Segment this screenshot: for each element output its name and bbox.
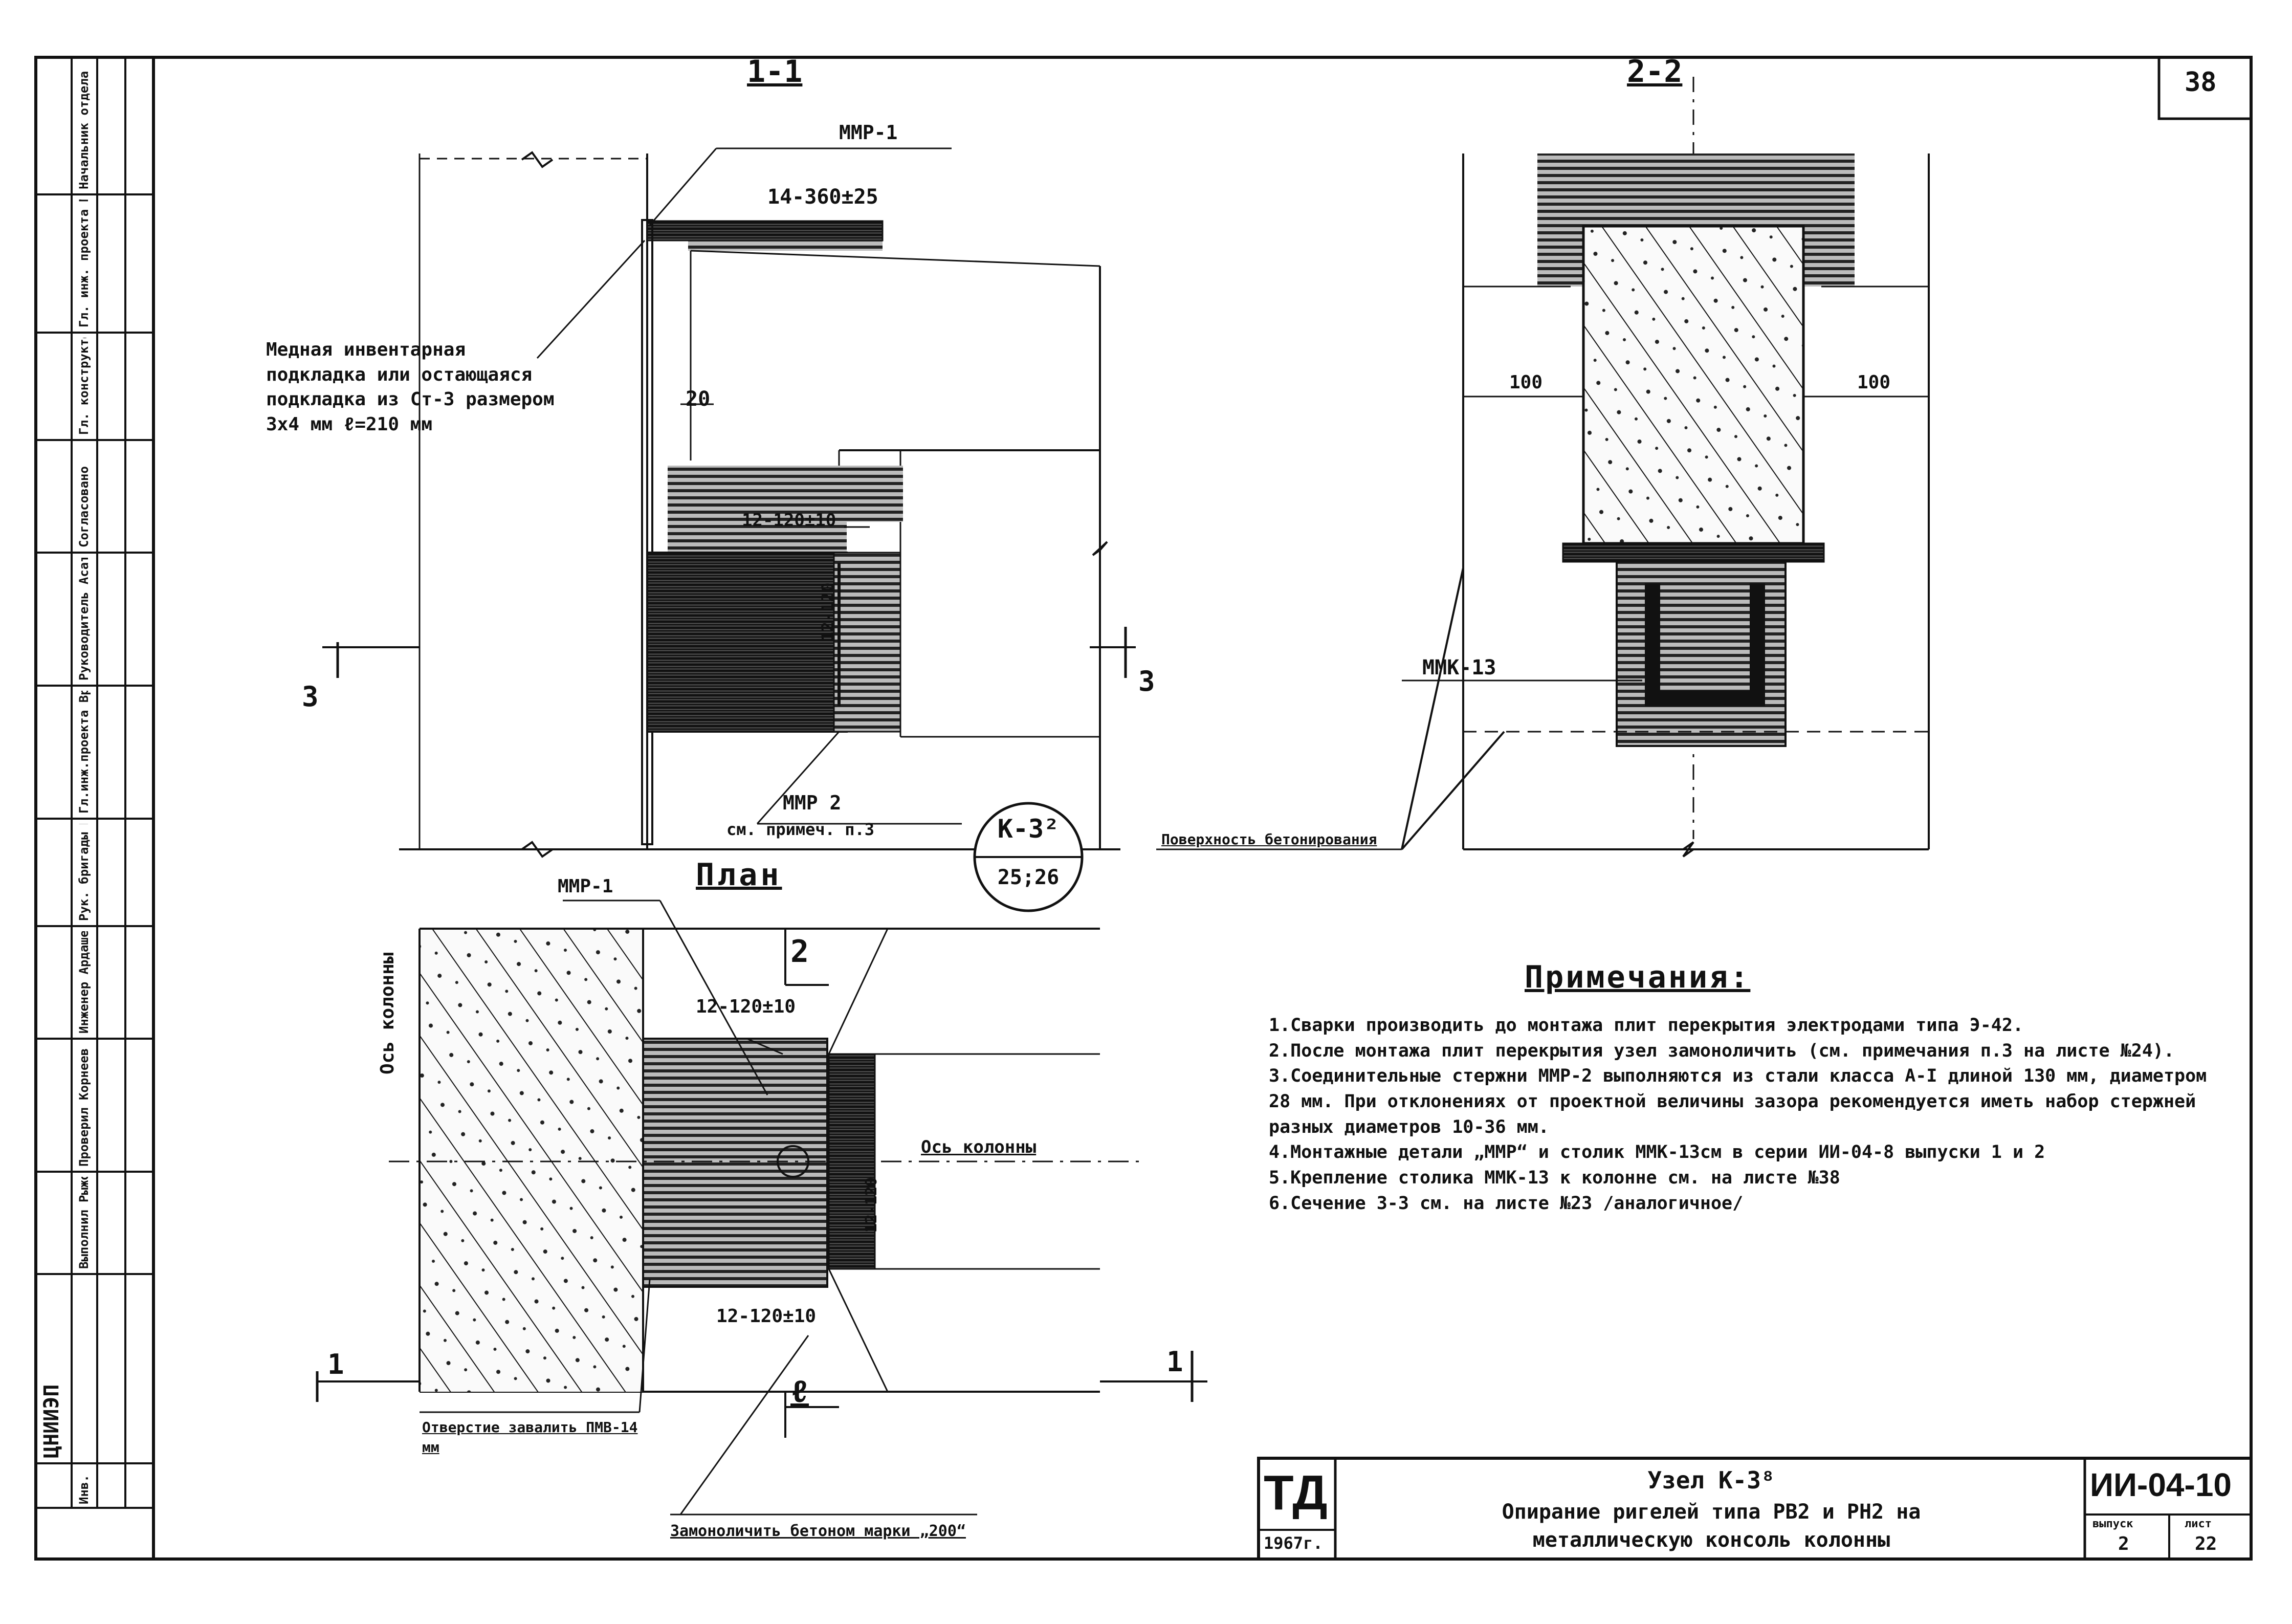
plan-weld-bottom: 12-120±10 [716,1306,817,1327]
issue-label: выпуск [2092,1518,2133,1530]
notes-block: Примечания: 1.Сварки производить до монт… [1269,962,2220,1217]
org-mark: ТД [1264,1465,1328,1520]
dim-20-label: 20 [686,387,711,411]
mmk-13-label: ММК-13 [1422,656,1496,679]
l-length-label: ℓ [790,1374,809,1410]
stamp-row: Рук. бригады Рогов [77,824,91,921]
note-item: 1.Сварки производить до монтажа плит пер… [1269,1015,2024,1036]
note-item: 4.Монтажные детали „ММР“ и столик ММК-13… [1269,1142,2045,1163]
mmp2-note: см. примеч. п.3 [726,820,874,839]
mmp1-label-plan: ММР-1 [558,876,613,897]
stamp-row: Руководитель Асатов [77,558,91,681]
note-item: 3.Соединительные стержни ММР-2 выполняют… [1269,1066,2207,1137]
stamp-row: Начальник отдела Миронов [77,67,91,189]
hole-note: Отверстие завалить ПМВ-14 мм [422,1419,638,1456]
note-item: 2.После монтажа плит перекрытия узел зам… [1269,1040,2175,1061]
node-badge-top: К-3² [997,814,1060,844]
plate-label: 14-360±25 [767,185,878,209]
issue-value: 2 [2118,1533,2129,1554]
weld-label-vertical: 12-120 [818,582,838,642]
stamp-row: Гл.инж.проекта Вроблевский [77,691,91,814]
stamp-grid [35,56,155,1509]
node-badge [973,802,1084,912]
section-1-title: 1-1 [747,54,803,90]
section-mark-3-left: 3 [302,681,319,713]
sheet-number-box [2157,56,2253,120]
series-code: ИИ-04-10 [2090,1466,2232,1503]
title-line-2: Опирание ригелей типа РВ2 и РН2 на [1502,1500,1921,1524]
dim-100-right: 100 [1857,372,1891,393]
section-1-1 [322,147,1136,858]
stamp-row: Выполнил Рыжова [77,1177,91,1269]
dim-100-left: 100 [1509,372,1543,393]
year: 1967г. [1264,1533,1323,1553]
notes-title: Примечания: [1525,959,1751,995]
title-line-3: металлическую консоль колонны [1532,1528,1890,1552]
sheet-number: 38 [2185,67,2217,98]
column-axis-horizontal: Ось колонны [921,1137,1037,1157]
section-mark-2: 2 [790,934,809,970]
weld-dim-label: 12-120±10 [742,510,836,531]
stamp-org: ЦНИИЭП [40,1384,63,1459]
plan-title: План [696,857,782,893]
note-item: 6.Сечение 3-3 см. на листе №23 /аналогич… [1269,1193,1744,1214]
surface-note: Поверхность бетонирования [1161,831,1377,848]
mmp2-label: ММР 2 [783,792,842,814]
outer-frame [34,56,2253,1561]
node-badge-bottom: 25;26 [997,866,1060,889]
plan-weld-top: 12-120±10 [696,996,796,1017]
section-mark-1-left: 1 [327,1348,344,1380]
copper-pad-note: Медная инвентарная подкладка или остающа… [266,339,555,435]
stamp-row: Проверил Корнеев [77,1048,91,1167]
sheet-value: 22 [2195,1533,2217,1554]
mmp1-label-sec1: ММР-1 [839,121,898,144]
stamp-row: Гл. конструктор Рогов [77,338,91,435]
section-mark-1-right: 1 [1166,1346,1183,1378]
sheet-label: лист [2185,1518,2212,1530]
stamp-row: Согласовано [77,466,91,547]
note-item: 5.Крепление столика ММК-13 к колонне см.… [1269,1168,1840,1189]
plan-side-weld: 12-120 [863,1177,881,1233]
plan-view [316,899,1207,1516]
column-axis-vertical: Ось колонны [377,952,398,1074]
stamp-row: Инженер Ардашев [77,931,91,1034]
section-mark-3-right: 3 [1138,665,1155,697]
stamp-code: Инв. № [77,1468,91,1504]
concrete-note: Замоноличить бетоном марки „200“ [670,1522,966,1540]
section-2-2 [1156,77,1930,858]
section-2-title: 2-2 [1627,54,1683,90]
stamp-row: Гл. инж. проекта Миронов [77,200,91,327]
title-block [1257,1457,2253,1561]
title-line-1: Узел К-3⁸ [1647,1466,1775,1494]
